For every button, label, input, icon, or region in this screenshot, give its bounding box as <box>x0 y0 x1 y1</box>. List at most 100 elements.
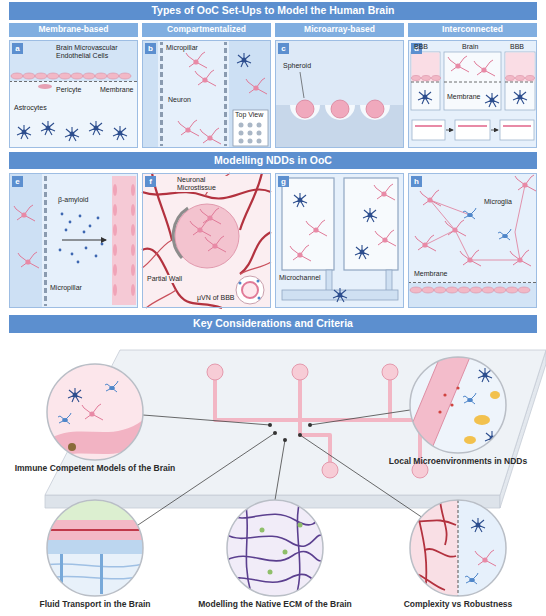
criteria-label: Complexity vs Robustness <box>373 599 543 609</box>
leader-dot <box>268 423 312 442</box>
panel-h-illustration <box>460 250 481 266</box>
criteria-label: Local Microenvironments in NDDs <box>372 456 544 466</box>
part-label: Pericyte <box>56 86 81 94</box>
panel-e-illustration <box>83 231 86 234</box>
panel-g-illustration <box>386 270 392 291</box>
chip-illustration <box>45 350 546 508</box>
complexity-circle-illustration <box>440 500 447 545</box>
panel-c-illustration <box>275 40 404 148</box>
panel-letter: h <box>411 176 422 187</box>
local-circle-illustration <box>450 403 453 406</box>
panel-letter: e <box>12 176 23 187</box>
ecm-circle-illustration <box>227 500 323 596</box>
panel-e-illustration <box>112 176 136 305</box>
panel-e-illustration <box>131 224 135 236</box>
panel-h-illustration <box>415 235 436 251</box>
criteria-circle: Fluid Transport in the Brain <box>10 500 180 610</box>
panel-f-illustration <box>257 280 260 283</box>
panel-g-illustration <box>374 184 395 200</box>
criteria-label: Immune Competent Models of the Brain <box>13 463 178 473</box>
complexity-circle-illustration <box>410 500 456 596</box>
column-header: Compartmentalized <box>142 23 271 37</box>
panel-f-illustration <box>146 290 176 308</box>
immune-circle-illustration <box>105 381 118 392</box>
figure-panel: b <box>142 40 271 148</box>
panel-d-illustration <box>516 76 525 81</box>
leader-dot <box>308 423 312 427</box>
part-label: Micropillar <box>50 284 82 292</box>
panel-g-illustration <box>275 173 404 308</box>
complexity-circle-illustration <box>410 574 445 590</box>
panel-e-illustration <box>131 244 135 256</box>
leader-dot <box>268 423 272 427</box>
panel-h-illustration <box>463 208 476 219</box>
section-banner: Types of OoC Set-Ups to Model the Human … <box>9 2 537 20</box>
complexity-circle-illustration <box>458 500 506 596</box>
part-label: Astrocytes <box>14 104 47 112</box>
criteria-circle: Modelling the Native ECM of the Brain <box>175 500 375 610</box>
immune-circle-illustration <box>47 364 143 460</box>
ecm-circle-illustration <box>227 500 323 596</box>
chip-illustration <box>322 462 338 478</box>
part-label: Brain <box>462 43 478 51</box>
panel-f-illustration <box>142 173 271 308</box>
panel-d-illustration <box>411 52 440 110</box>
immune-circle-illustration <box>68 443 76 451</box>
complexity-circle-illustration <box>425 549 456 557</box>
panel-f-illustration <box>240 173 262 230</box>
panel-e-illustration <box>77 261 80 264</box>
panel-h-illustration <box>408 282 537 283</box>
panel-b-illustration <box>239 123 244 128</box>
panel-e-illustration <box>59 213 104 264</box>
panel-g-illustration <box>363 208 377 222</box>
panel-h-illustration <box>425 185 525 260</box>
ecm-circle-illustration <box>227 500 323 596</box>
fluid-circle-illustration <box>47 540 143 554</box>
panel-b-illustration <box>246 78 267 94</box>
panel-h-illustration <box>510 250 531 266</box>
panel-b-illustration <box>248 131 253 136</box>
panel-f-illustration <box>236 276 264 304</box>
panel-e-illustration <box>61 213 64 216</box>
panel-e-illustration <box>113 224 117 236</box>
panel-e-illustration <box>131 284 135 296</box>
panel-e-illustration <box>131 204 135 216</box>
leader-line <box>143 415 270 425</box>
part-label: Micropillar <box>166 44 198 52</box>
panel-letter: f <box>145 176 156 187</box>
panel-g-illustration <box>275 173 404 308</box>
local-circle-illustration <box>463 393 476 404</box>
panel-e-illustration <box>44 176 47 306</box>
panel-a-illustration <box>89 121 103 135</box>
fluid-circle-illustration <box>60 554 63 594</box>
part-label: Membrane <box>414 270 447 278</box>
panel-d-illustration <box>415 125 531 127</box>
panel-d-illustration <box>418 90 432 104</box>
panel-d-illustration <box>526 76 535 81</box>
leader-dot <box>273 431 277 435</box>
local-circle-illustration <box>456 386 459 389</box>
panel-h-illustration <box>425 185 525 260</box>
column-header: Microarray-based <box>275 23 404 37</box>
panel-e-illustration <box>71 253 74 256</box>
panel-d-illustration <box>500 120 534 140</box>
panel-g-illustration <box>290 245 311 261</box>
panel-h-illustration <box>408 173 537 308</box>
panel-e-illustration <box>113 184 117 196</box>
part-label: Brain Microvascular Endothelial Cells <box>56 44 134 60</box>
criteria-label: Fluid Transport in the Brain <box>10 599 180 609</box>
panel-b-illustration <box>229 40 271 148</box>
ecm-circle-illustration <box>260 528 265 533</box>
panel-d-illustration <box>412 120 534 140</box>
panel-d-illustration <box>503 125 531 127</box>
panel-a-illustration <box>65 127 79 141</box>
panel-d-illustration <box>506 76 515 81</box>
ecm-circle-illustration <box>227 514 323 525</box>
ecm-circle-illustration <box>227 552 323 561</box>
panel-d-illustration <box>432 76 441 81</box>
section-banner: Key Considerations and Criteria <box>9 315 537 333</box>
leader-line <box>275 440 285 500</box>
panel-b-illustration <box>233 110 268 146</box>
complexity-circle-illustration <box>410 500 458 596</box>
